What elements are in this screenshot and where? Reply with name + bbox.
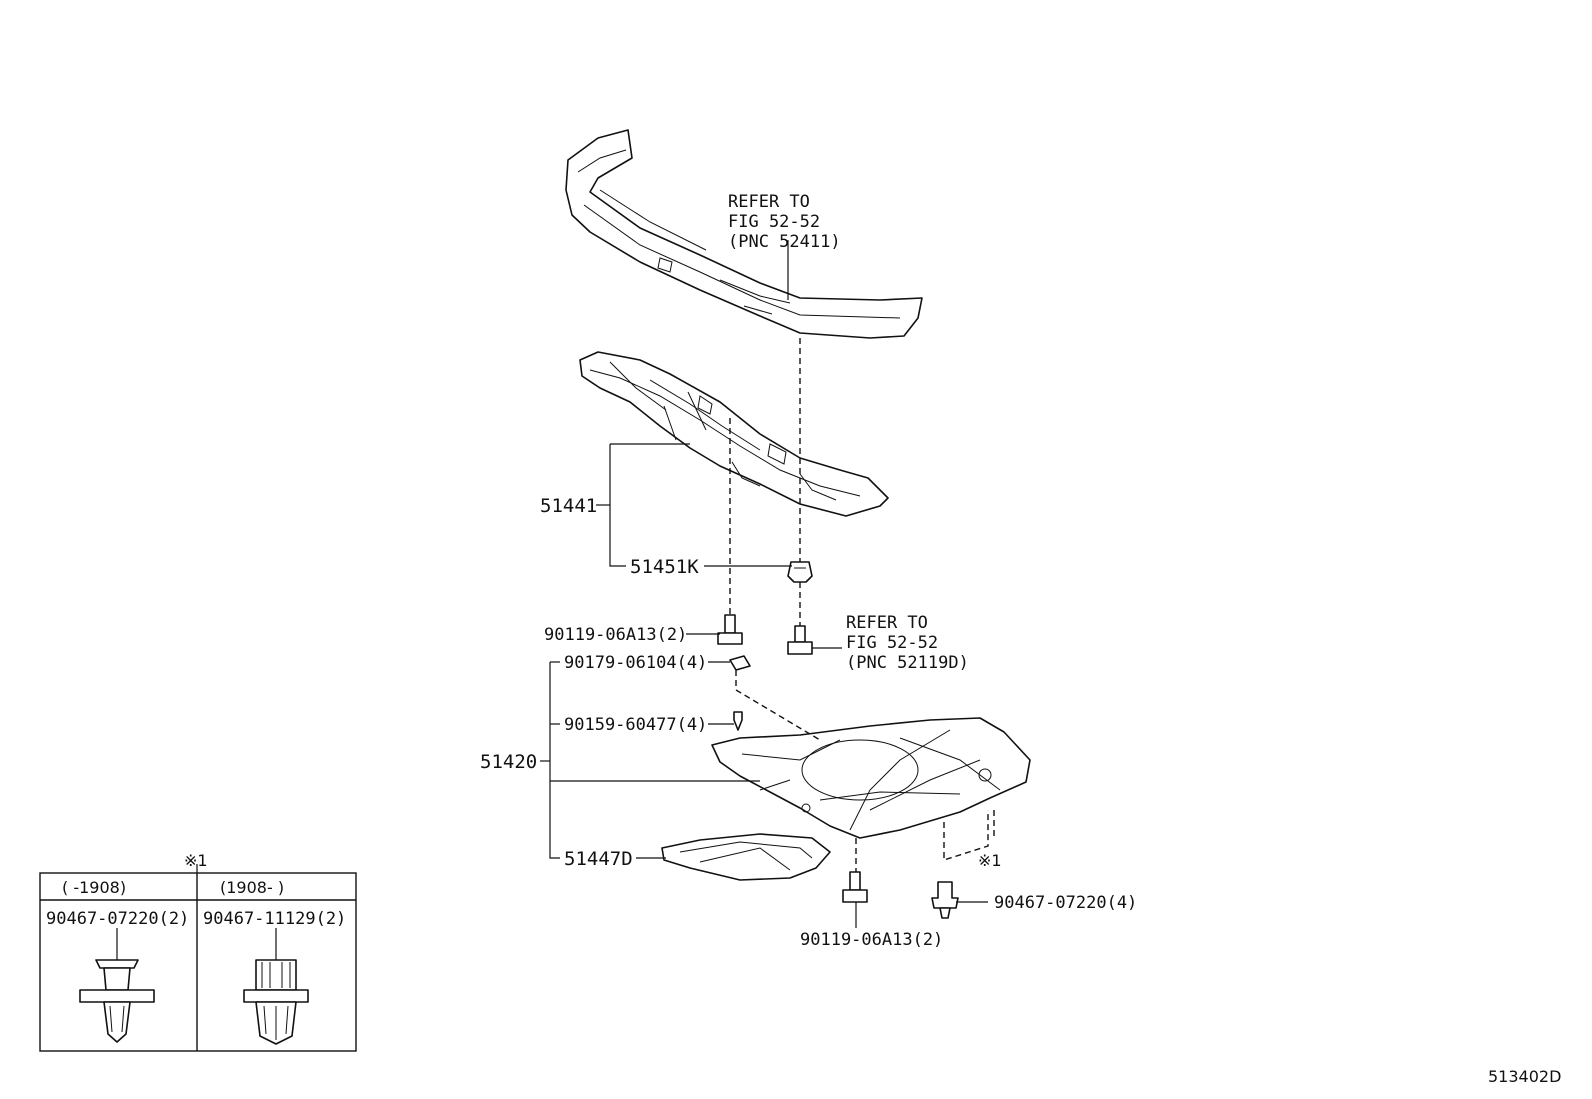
callout-90467: 90467-07220(4) — [994, 893, 1137, 913]
part-90159-screw — [733, 711, 743, 731]
inset-clip-table — [39, 864, 357, 1052]
callout-51447d: 51447D — [564, 848, 633, 870]
inset-part-right: 90467-11129(2) — [203, 909, 346, 929]
part-bolt-lower — [842, 871, 868, 903]
inset-header-right: (1908- ) — [220, 878, 284, 897]
callout-90119-upper: 90119-06A13(2) — [544, 625, 687, 645]
inset-mark: ※1 — [184, 851, 208, 870]
note-mark: ※1 — [978, 851, 1002, 870]
refer-clip-line3: (PNC 52119D) — [846, 653, 969, 673]
refer-clip-line1: REFER TO — [846, 613, 928, 633]
figure-id: 513402D — [1488, 1067, 1561, 1086]
inset-clip-left — [79, 928, 155, 1043]
part-51447d-seal — [661, 833, 831, 881]
part-51420-under-cover — [711, 717, 1031, 839]
callout-51451k: 51451K — [630, 556, 699, 578]
callout-51441: 51441 — [540, 495, 597, 517]
part-90179-nut — [729, 655, 751, 671]
alignment-lines — [729, 338, 995, 872]
part-bolt-upper-right — [787, 625, 813, 655]
part-bolt-upper-left — [717, 614, 743, 645]
part-51441-support — [579, 351, 889, 517]
part-51451k-clip — [787, 561, 813, 583]
callout-51420: 51420 — [480, 751, 537, 773]
inset-clip-right — [243, 928, 309, 1045]
front-bumper-cover — [565, 129, 923, 339]
part-90467-clip — [931, 881, 959, 919]
callout-90119-lower: 90119-06A13(2) — [800, 930, 943, 950]
inset-header-left: ( -1908) — [62, 878, 126, 897]
refer-bumper-line2: FIG 52-52 — [728, 212, 820, 232]
refer-clip-line2: FIG 52-52 — [846, 633, 938, 653]
callout-90159: 90159-60477(4) — [564, 715, 707, 735]
leader-lines — [540, 240, 988, 928]
callout-90179: 90179-06104(4) — [564, 653, 707, 673]
refer-bumper-line1: REFER TO — [728, 192, 810, 212]
refer-bumper-line3: (PNC 52411) — [728, 232, 841, 252]
inset-part-left: 90467-07220(2) — [46, 909, 189, 929]
